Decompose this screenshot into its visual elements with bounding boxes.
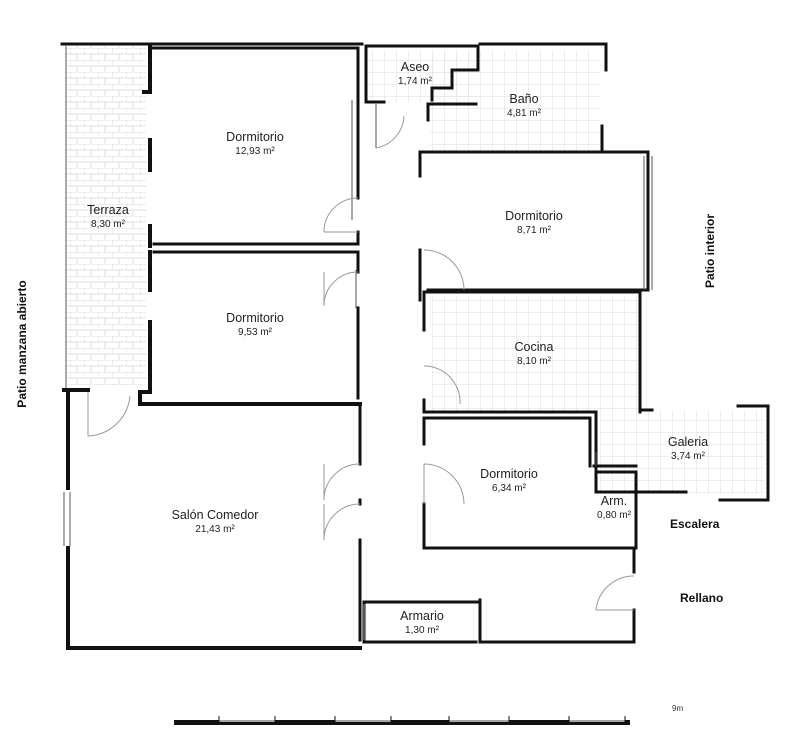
door-salon-1 bbox=[323, 463, 361, 501]
room-aseo: Aseo 1,74 m² bbox=[380, 60, 450, 88]
label-rellano: Rellano bbox=[680, 591, 724, 605]
room-dorm1: Dormitorio 12,93 m² bbox=[205, 130, 305, 158]
room-area: 8,10 m² bbox=[517, 356, 551, 367]
room-armario: Armario 1,30 m² bbox=[382, 609, 462, 637]
wall-dorm1 bbox=[150, 46, 360, 246]
room-name: Salón Comedor bbox=[171, 508, 259, 522]
door-dorm4 bbox=[423, 463, 465, 505]
door-dorm3 bbox=[423, 249, 465, 291]
room-salon: Salón Comedor 21,43 m² bbox=[150, 508, 280, 536]
cocina-floor bbox=[432, 296, 638, 412]
room-name: Dormitorio bbox=[226, 311, 284, 325]
room-area: 9,53 m² bbox=[238, 327, 272, 338]
door-aseo bbox=[375, 115, 405, 149]
room-dorm2: Dormitorio 9,53 m² bbox=[205, 311, 305, 339]
room-name: Arm. bbox=[600, 494, 628, 508]
room-name: Aseo bbox=[400, 60, 430, 74]
wall-dorm3 bbox=[418, 150, 650, 302]
room-area: 1,30 m² bbox=[405, 625, 439, 636]
wall-terraza-left bbox=[62, 388, 362, 650]
bano-floor bbox=[430, 50, 600, 152]
room-area: 4,81 m² bbox=[507, 108, 541, 119]
label-patio-interior: Patio interior bbox=[703, 214, 717, 289]
label-patio-manzana: Patio manzana abierto bbox=[15, 280, 29, 408]
wall-dorm4 bbox=[422, 416, 638, 550]
room-area: 8,30 m² bbox=[91, 219, 125, 230]
terraza-floor bbox=[66, 46, 146, 386]
door-dorm2 bbox=[323, 271, 359, 307]
room-name: Armario bbox=[400, 609, 444, 623]
wall-left-upper bbox=[142, 44, 152, 292]
room-bano: Baño 4,81 m² bbox=[484, 92, 564, 120]
room-name: Cocina bbox=[514, 340, 554, 354]
scale-bar bbox=[174, 716, 630, 725]
room-dorm3: Dormitorio 8,71 m² bbox=[484, 209, 584, 237]
wall-cocina bbox=[422, 290, 642, 414]
wall-dorm2 bbox=[152, 250, 360, 400]
room-name: Dormitorio bbox=[505, 209, 563, 223]
wall-bano-bottom bbox=[426, 86, 478, 122]
room-name: Terraza bbox=[87, 203, 129, 217]
room-area: 8,71 m² bbox=[517, 225, 551, 236]
label-escalera: Escalera bbox=[670, 517, 720, 531]
wall-galeria bbox=[594, 382, 770, 502]
room-name: Baño bbox=[509, 92, 539, 106]
wall-aseo bbox=[364, 46, 386, 104]
door-salon-2 bbox=[323, 503, 361, 541]
wall-top-right bbox=[478, 42, 608, 72]
room-area: 0,80 m² bbox=[597, 510, 631, 521]
door-entrance bbox=[595, 575, 635, 611]
room-name: Dormitorio bbox=[226, 130, 284, 144]
door-cocina bbox=[423, 365, 461, 405]
room-name: Dormitorio bbox=[480, 467, 538, 481]
room-area: 21,43 m² bbox=[195, 524, 235, 535]
room-area: 3,74 m² bbox=[671, 451, 705, 462]
wall-corridor-right bbox=[478, 546, 636, 644]
room-galeria: Galeria 3,74 m² bbox=[648, 435, 728, 463]
room-area: 6,34 m² bbox=[492, 483, 526, 494]
room-terraza: Terraza 8,30 m² bbox=[66, 203, 150, 231]
room-area: 1,74 m² bbox=[398, 76, 432, 87]
wall-left-lower bbox=[138, 320, 362, 406]
room-arm: Arm. 0,80 m² bbox=[590, 494, 638, 522]
wall-top bbox=[60, 42, 480, 90]
room-dorm4: Dormitorio 6,34 m² bbox=[459, 467, 559, 495]
door-dorm1 bbox=[323, 197, 359, 233]
door-terraza bbox=[87, 392, 131, 437]
galeria-floor bbox=[600, 410, 764, 494]
room-cocina: Cocina 8,10 m² bbox=[494, 340, 574, 368]
room-area: 12,93 m² bbox=[235, 146, 275, 157]
scale-label: 9m bbox=[672, 704, 684, 713]
room-name: Galeria bbox=[667, 435, 709, 449]
